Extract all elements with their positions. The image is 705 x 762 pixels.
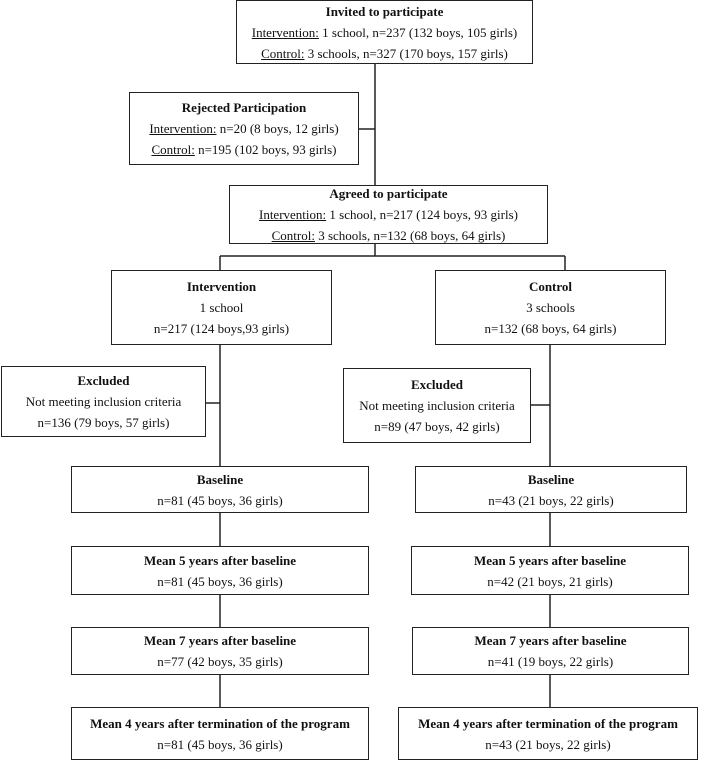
left-step-count: n=81 (45 boys, 36 girls) <box>157 573 283 589</box>
control-arm-schools: 3 schools <box>526 300 575 315</box>
invited-control-label: Control: <box>261 45 305 61</box>
control-arm-count: n=132 (68 boys, 64 girls) <box>484 321 617 336</box>
rejected-control-label: Control: <box>151 142 195 157</box>
excluded-left-reason: Not meeting inclusion criteria <box>25 394 182 409</box>
intervention-arm-count: n=217 (124 boys,93 girls) <box>153 321 290 336</box>
excluded-left-title: Excluded <box>77 373 130 388</box>
agreed-intervention-text: 1 school, n=217 (124 boys, 93 girls) <box>326 207 518 222</box>
right-step-title: Baseline <box>527 471 575 487</box>
invited-intervention-text: 1 school, n=237 (132 boys, 105 girls) <box>318 24 518 40</box>
intervention-arm-title: Intervention <box>186 279 257 294</box>
agreed-title: Agreed to participate <box>329 186 448 201</box>
agreed-control-text: 3 schools, n=132 (68 boys, 64 girls) <box>314 228 506 243</box>
left-followup-box: Mean 4 years after termination of the pr… <box>71 707 369 760</box>
left-step-count: n=81 (45 boys, 36 girls) <box>157 736 283 752</box>
invited-control-text: 3 schools, n=327 (170 boys, 157 girls) <box>304 45 508 61</box>
rejected-title: Rejected Participation <box>181 100 307 115</box>
right-baseline-box: Baseline n=43 (21 boys, 22 girls) <box>415 466 687 513</box>
left-baseline-box: Baseline n=81 (45 boys, 36 girls) <box>71 466 369 513</box>
right-step-count: n=43 (21 boys, 22 girls) <box>488 492 614 508</box>
left-7yr-box: Mean 7 years after baseline n=77 (42 boy… <box>71 627 369 675</box>
left-step-title: Mean 4 years after termination of the pr… <box>90 715 350 731</box>
left-step-count: n=81 (45 boys, 36 girls) <box>157 492 283 508</box>
right-step-count: n=43 (21 boys, 22 girls) <box>485 736 611 752</box>
right-step-count: n=42 (21 boys, 21 girls) <box>487 573 613 589</box>
left-5yr-box: Mean 5 years after baseline n=81 (45 boy… <box>71 546 369 595</box>
rejected-intervention-label: Intervention: <box>149 121 217 136</box>
control-arm-title: Control <box>528 279 573 294</box>
rejected-intervention-text: n=20 (8 boys, 12 girls) <box>216 121 339 136</box>
right-step-title: Mean 4 years after termination of the pr… <box>418 715 678 731</box>
right-step-count: n=41 (19 boys, 22 girls) <box>487 654 614 669</box>
left-step-count: n=77 (42 boys, 35 girls) <box>157 654 283 669</box>
excluded-right-reason: Not meeting inclusion criteria <box>359 398 515 413</box>
right-step-title: Mean 7 years after baseline <box>474 633 627 648</box>
excluded-right-title: Excluded <box>410 377 463 392</box>
agreed-intervention-label: Intervention: <box>258 207 327 222</box>
intervention-arm-schools: 1 school <box>199 300 244 315</box>
excluded-left-box: Excluded Not meeting inclusion criteria … <box>1 366 206 437</box>
agreed-box: Agreed to participate Intervention: 1 sc… <box>229 185 548 244</box>
invited-box: Invited to participate Intervention: 1 s… <box>236 0 533 64</box>
right-5yr-box: Mean 5 years after baseline n=42 (21 boy… <box>411 546 689 595</box>
rejected-box: Rejected Participation Intervention: n=2… <box>129 92 359 165</box>
left-step-title: Baseline <box>196 471 244 487</box>
control-arm-box: Control 3 schools n=132 (68 boys, 64 gir… <box>435 270 666 345</box>
rejected-control-text: n=195 (102 boys, 93 girls) <box>194 142 337 157</box>
left-step-title: Mean 5 years after baseline <box>143 552 297 568</box>
right-7yr-box: Mean 7 years after baseline n=41 (19 boy… <box>412 627 689 675</box>
intervention-arm-box: Intervention 1 school n=217 (124 boys,93… <box>111 270 332 345</box>
left-step-title: Mean 7 years after baseline <box>143 633 297 648</box>
excluded-right-box: Excluded Not meeting inclusion criteria … <box>343 368 531 443</box>
right-step-title: Mean 5 years after baseline <box>473 552 627 568</box>
excluded-left-count: n=136 (79 boys, 57 girls) <box>37 415 170 430</box>
right-followup-box: Mean 4 years after termination of the pr… <box>398 707 698 760</box>
invited-intervention-label: Intervention: <box>251 24 319 40</box>
invited-title: Invited to participate <box>325 3 444 19</box>
agreed-control-label: Control: <box>271 228 315 243</box>
excluded-right-count: n=89 (47 boys, 42 girls) <box>374 419 500 434</box>
